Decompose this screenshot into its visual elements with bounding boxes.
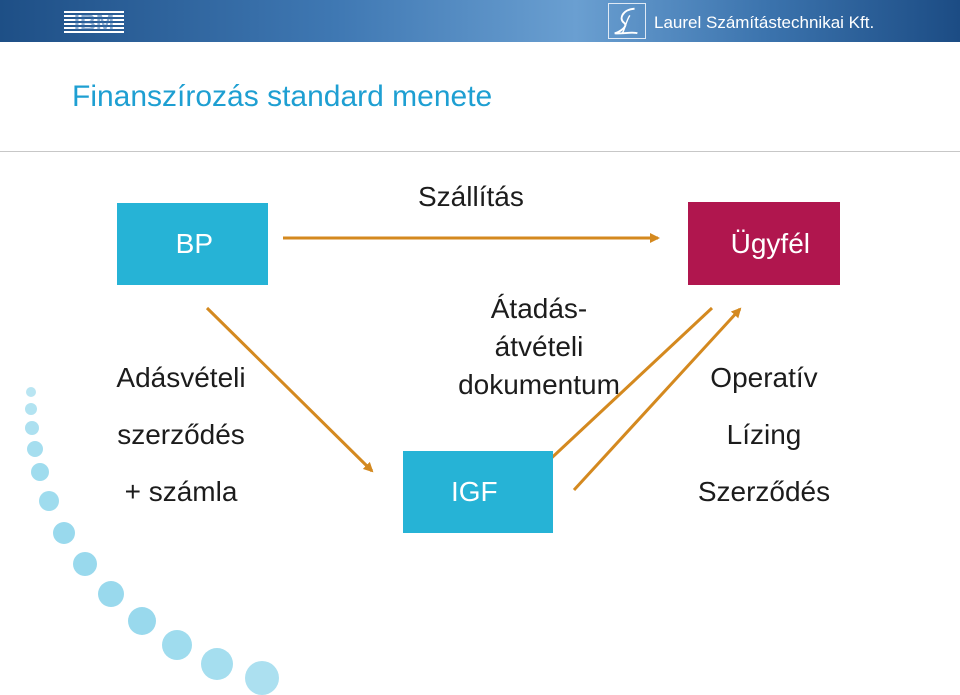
customer-box: Ügyfél bbox=[688, 202, 840, 285]
shipping-label: Szállítás bbox=[418, 181, 524, 212]
igf-label: IGF bbox=[451, 476, 498, 507]
operating-lease-line: Szerződés bbox=[697, 476, 831, 507]
handover-document-label: Átadás- átvételi dokumentum bbox=[436, 290, 642, 404]
svg-text:IBM: IBM bbox=[74, 10, 114, 35]
laurel-logo-icon bbox=[608, 3, 646, 39]
ibm-logo: IBM bbox=[64, 10, 124, 35]
bp-label: BP bbox=[175, 228, 213, 259]
document-arrow bbox=[542, 306, 714, 467]
handover-line: dokumentum bbox=[458, 369, 620, 400]
handover-line: Átadás- bbox=[490, 293, 588, 324]
sales-contract-label: Adásvételi szerződés + számla bbox=[96, 349, 266, 520]
customer-label: Ügyfél bbox=[730, 227, 810, 259]
bp-box: BP bbox=[117, 203, 268, 285]
sales-contract-line: Adásvételi bbox=[116, 362, 246, 393]
contract-arrow bbox=[205, 306, 374, 473]
handover-line: átvételi bbox=[494, 331, 584, 362]
company-name: Laurel Számítástechnikai Kft. bbox=[654, 13, 875, 32]
header-bar: IBM Laurel Számítástechnikai Kft. bbox=[0, 0, 960, 42]
sales-contract-line: + számla bbox=[124, 476, 238, 507]
sales-contract-line: szerződés bbox=[117, 419, 245, 450]
operating-lease-line: Operatív bbox=[710, 362, 818, 393]
lease-arrow bbox=[572, 307, 742, 492]
title-divider bbox=[0, 151, 960, 152]
operating-lease-line: Lízing bbox=[726, 419, 802, 450]
operating-lease-label: Operatív Lízing Szerződés bbox=[680, 349, 848, 520]
igf-box: IGF bbox=[403, 451, 553, 533]
page-title: Finanszírozás standard menete bbox=[72, 80, 493, 113]
